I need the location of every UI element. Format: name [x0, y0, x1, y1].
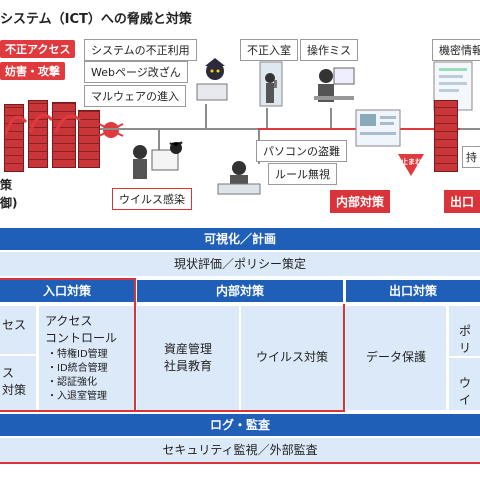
threat-rule-violation: ルール無視 — [268, 163, 337, 185]
firewall-wall-4 — [78, 110, 100, 168]
threat-virus: ウイルス感染 — [112, 188, 192, 210]
entry-highlight-frame — [0, 278, 136, 412]
laptop-user-icon — [217, 161, 261, 195]
network-drop-1 — [205, 104, 207, 130]
access-control-line2: コントロール — [45, 331, 118, 345]
asset-mgmt-line2: 社員教育 — [163, 359, 212, 373]
entry-col1-bottom-cell: ス 対策 — [0, 356, 36, 410]
virus-measure-cell: ウイルス対策 — [241, 306, 343, 410]
attack-arrows-icon — [4, 113, 81, 135]
network-drop-4 — [158, 128, 160, 150]
data-protection-text: データ保護 — [365, 350, 426, 364]
threat-carry-out: 持 — [462, 146, 480, 168]
firewall-wall-2 — [28, 100, 48, 168]
stop-sign-icon — [398, 154, 424, 176]
document-icon — [433, 61, 473, 111]
entry-label-top: 策 — [0, 178, 13, 192]
exit-measure-header: 出口対策 — [346, 280, 480, 302]
tag-unauthorized-access: 不正アクセス — [0, 40, 76, 58]
threat-operation-error: 操作ミス — [300, 39, 358, 61]
virus-measure-text: ウイルス対策 — [255, 350, 328, 364]
stop-sign-text: 止まれ — [401, 158, 422, 166]
entry-col1-top-text: セス — [2, 318, 27, 332]
internal-highlight-frame — [135, 304, 345, 412]
exit-measure-label: 出口 — [444, 190, 480, 213]
tag-attack: 妨害・攻撃 — [0, 62, 65, 80]
access-item-entry-mgmt: ・入退室管理 — [47, 391, 107, 402]
entry-col1-top-cell: セス — [0, 306, 36, 354]
firewall-wall-1 — [4, 104, 24, 172]
threat-confidential: 機密情報 — [432, 39, 480, 61]
threat-theft: パソコンの盗難 — [256, 140, 347, 162]
operator-icon — [314, 67, 355, 102]
entry-col1-bottom-line2: 対策 — [2, 383, 27, 397]
exit-firewall-wall — [434, 100, 458, 172]
entry-col1-bottom-line1: ス — [2, 366, 15, 380]
asset-mgmt-line1: 資産管理 — [163, 342, 212, 356]
exit-col2-top-text: ポリ — [459, 324, 472, 355]
firewall-wall-3 — [52, 102, 76, 168]
access-control-line1: アクセス — [45, 314, 93, 328]
data-protection-cell: データ保護 — [346, 306, 446, 410]
internal-measure-label: 内部対策 — [330, 190, 391, 213]
bottom-red-rule — [0, 462, 480, 464]
entry-label-bottom: 御) — [0, 196, 18, 210]
threat-defacement: Webページ改ざん — [84, 61, 188, 83]
door-icon — [259, 61, 283, 107]
threat-intrusion: 不正入室 — [240, 39, 298, 61]
access-control-cell: アクセス コントロール ・特権ID管理 ・ID統合管理 ・認証強化 ・入退室管理 — [39, 306, 134, 410]
diagram-title: システム（ICT）への脅威と対策 — [0, 12, 192, 27]
monitor-screen-icon — [355, 109, 401, 147]
network-drop-3 — [330, 108, 332, 128]
exit-col2-bottom-cell: ウイ — [449, 358, 480, 410]
assessment-band: 現状評価／ポリシー策定 — [0, 252, 480, 276]
log-audit-band: ログ・監査 — [0, 414, 480, 436]
threat-malware: マルウェアの進入 — [84, 85, 186, 107]
entry-measure-header: 入口対策 — [0, 280, 134, 302]
exit-col2-top-cell: ポリ — [449, 306, 480, 356]
monitoring-band: セキュリティ監視／外部監査 — [0, 438, 480, 462]
network-drop-2 — [266, 108, 268, 128]
virus-icon — [98, 122, 124, 138]
asset-mgmt-cell: 資産管理 社員教育 — [137, 306, 239, 410]
exit-col2-bottom-text: ウイ — [459, 376, 472, 407]
visualization-band: 可視化／計画 — [0, 228, 480, 250]
access-item-id-integration: ・ID統合管理 — [47, 363, 108, 374]
access-item-auth: ・認証強化 — [47, 377, 97, 388]
virus-infected-pc-icon — [133, 141, 183, 179]
threat-misuse: システムの不正利用 — [84, 39, 197, 61]
hacker-icon — [196, 58, 228, 101]
access-item-privileged-id: ・特権ID管理 — [47, 349, 108, 360]
internal-measure-header: 内部対策 — [137, 280, 343, 302]
